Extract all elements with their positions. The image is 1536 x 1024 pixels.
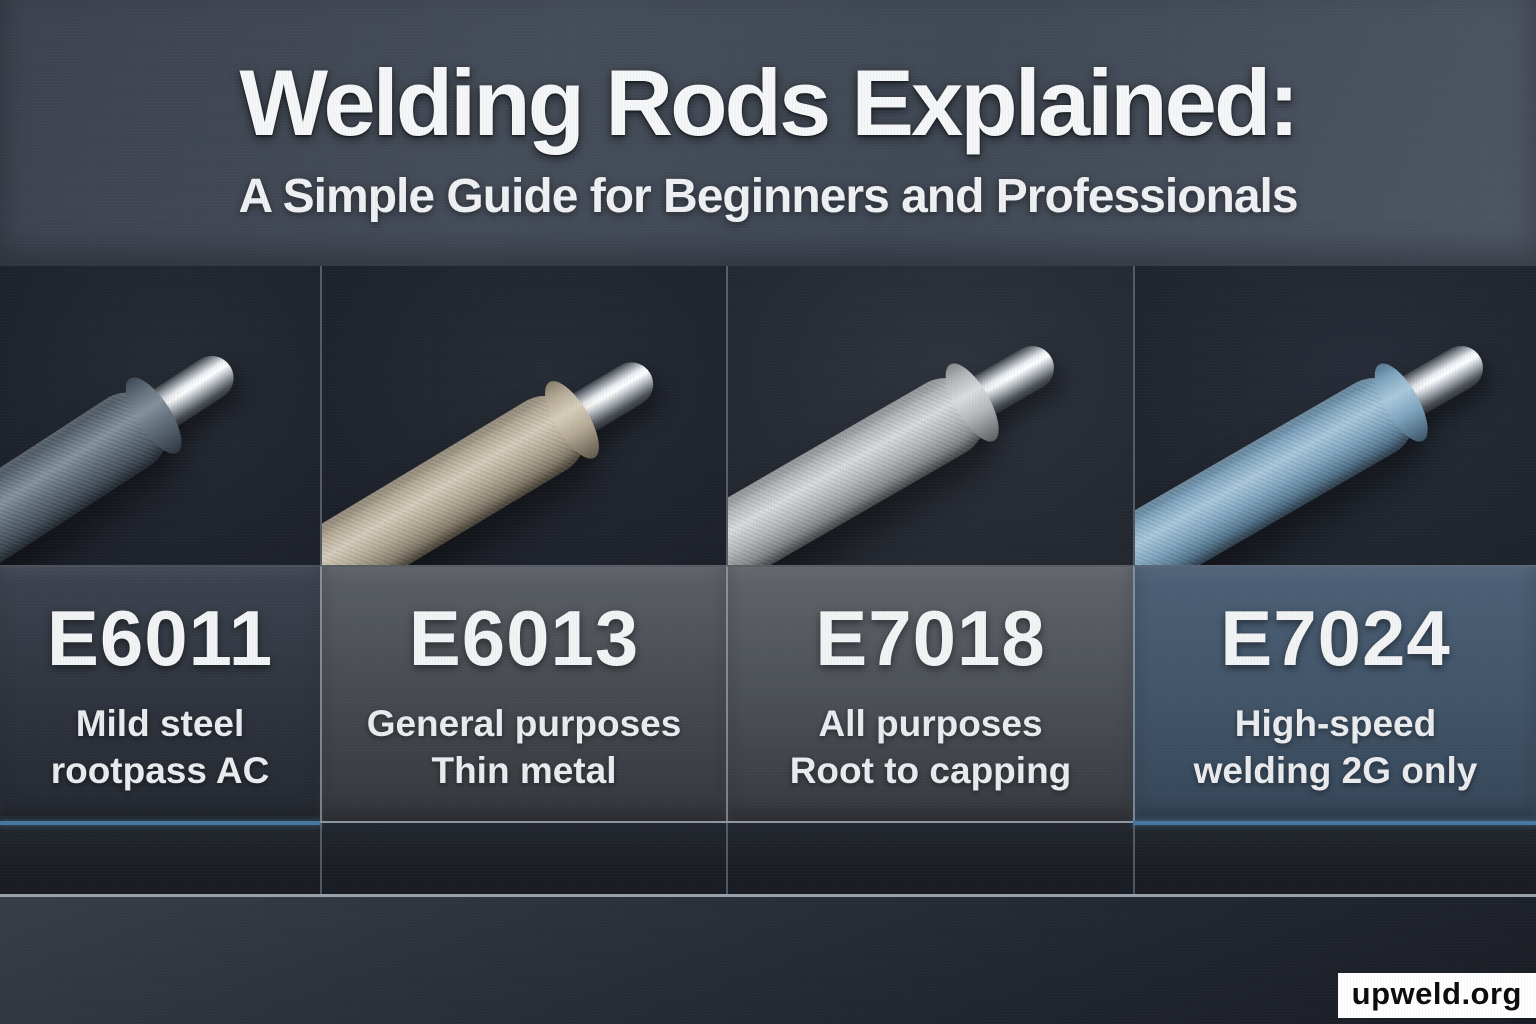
- rod-label-panel-e6013: E6013 General purposes Thin metal: [320, 565, 726, 821]
- page-title: Welding Rods Explained:: [239, 49, 1299, 155]
- flux-coating: [728, 363, 1000, 565]
- flux-coating: [322, 380, 601, 565]
- rod-photo-panel-e7024: [1133, 266, 1536, 565]
- rod-photo-panel-e6013: [320, 266, 726, 565]
- welding-rod-image: [728, 322, 1071, 565]
- rod-images-row: [0, 266, 1536, 565]
- rod-description-line-2: Root to capping: [789, 750, 1072, 792]
- rod-code: E7024: [1220, 594, 1451, 682]
- strip-cell: [726, 823, 1133, 894]
- rod-description: General purposes Thin metal: [367, 700, 682, 795]
- accent-line-e7024: [1133, 821, 1536, 825]
- rod-description-line-1: General purposes: [366, 703, 682, 744]
- watermark: upweld.org: [1337, 973, 1536, 1018]
- rod-code: E6013: [408, 594, 640, 682]
- rod-description: Mild steel rootpass AC: [51, 700, 270, 795]
- rod-code: E7018: [815, 594, 1046, 682]
- rod-label-panel-e7018: E7018 All purposes Root to capping: [726, 565, 1133, 821]
- rod-labels-row: E6011 Mild steel rootpass AC E6013 Gener…: [0, 565, 1536, 821]
- strip-cell: [1133, 823, 1536, 894]
- rod-description-line-2: rootpass AC: [50, 750, 270, 792]
- welding-rod-image: [1135, 322, 1500, 565]
- rod-photo-panel-e6011: [0, 266, 320, 565]
- welding-rod-image: [0, 332, 252, 565]
- divider-strip-grid: [0, 823, 1536, 894]
- strip-cell: [0, 823, 320, 894]
- header: Welding Rods Explained: A Simple Guide f…: [0, 0, 1536, 266]
- rod-description-line-1: Mild steel: [75, 703, 245, 744]
- welding-rod-image: [322, 339, 671, 565]
- strip-cell: [320, 823, 726, 894]
- rod-photo-panel-e7018: [726, 266, 1133, 565]
- rod-description-line-1: All purposes: [818, 703, 1043, 744]
- rod-description-line-2: welding 2G only: [1193, 750, 1478, 792]
- rod-label-panel-e7024: E7024 High-speed welding 2G only: [1133, 565, 1536, 821]
- flux-coating: [1135, 363, 1429, 565]
- page-subtitle: A Simple Guide for Beginners and Profess…: [238, 169, 1298, 223]
- footer-band: upweld.org: [0, 897, 1536, 1024]
- flux-coating: [0, 377, 184, 565]
- rod-description: All purposes Root to capping: [790, 700, 1072, 795]
- rod-description-line-2: Thin metal: [431, 750, 617, 792]
- rod-label-panel-e6011: E6011 Mild steel rootpass AC: [0, 565, 320, 821]
- rod-code: E6011: [46, 594, 274, 682]
- divider-strip: [0, 821, 1536, 897]
- rod-description-line-1: High-speed: [1234, 703, 1437, 744]
- rod-description: High-speed welding 2G only: [1194, 700, 1478, 795]
- accent-line-e6011: [0, 821, 320, 825]
